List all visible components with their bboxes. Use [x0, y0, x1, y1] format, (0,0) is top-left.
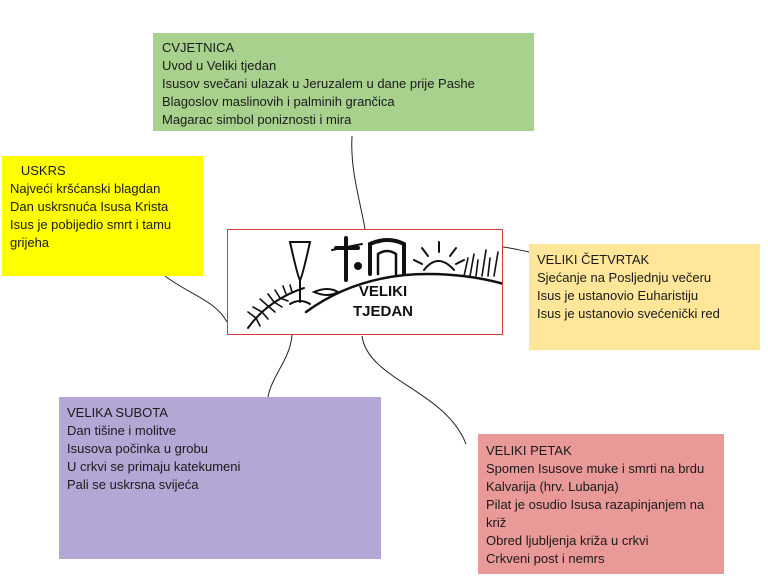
node-subota-heading: VELIKA SUBOTA: [67, 405, 168, 420]
center-title: VELIKI TJEDAN: [328, 282, 438, 322]
rising-sun-icon: [413, 241, 465, 271]
cross-icon: [334, 236, 360, 282]
palm-branch-icon: [247, 287, 305, 329]
center-title-line: VELIKI: [358, 283, 408, 300]
node-cvjetnica-line: Magarac simbol poniznosti i mira: [162, 112, 352, 127]
center-node-veliki-tjedan[interactable]: VELIKI TJEDAN: [227, 229, 503, 335]
tomb-icon: [368, 238, 406, 276]
center-title-line: TJEDAN: [352, 303, 413, 320]
node-cetvrtak-line: Isus je ustanovio Euharistiju: [537, 288, 699, 303]
bread-icon: [311, 288, 340, 296]
chalice-icon: [288, 241, 312, 305]
node-petak-heading: VELIKI PETAK: [486, 443, 572, 458]
node-cetvrtak-heading: VELIKI ČETVRTAK: [537, 252, 650, 267]
node-petak-line: Obred ljubljenja križa u crkvi: [486, 533, 649, 548]
node-veliki-petak[interactable]: VELIKI PETAK Spomen Isusove muke i smrti…: [478, 434, 724, 574]
node-cvjetnica[interactable]: CVJETNICA Uvod u Veliki tjedan Isusov sv…: [153, 33, 534, 131]
connector-subota: [267, 334, 293, 398]
node-cvjetnica-line: Blagoslov maslinovih i palminih grančica: [162, 94, 395, 109]
node-cetvrtak-line: Isus je ustanovio svećenički red: [537, 306, 720, 321]
node-subota-line: Pali se uskrsna svijeća: [67, 477, 199, 492]
node-subota-line: Dan tišine i molitve: [67, 423, 177, 438]
node-cetvrtak-line: Sjećanje na Posljednju večeru: [537, 270, 712, 285]
node-subota-line: U crkvi se primaju katekumeni: [67, 459, 241, 474]
node-subota-line: Isusova počinka u grobu: [67, 441, 208, 456]
node-cvjetnica-line: Uvod u Veliki tjedan: [162, 58, 277, 73]
node-velika-subota[interactable]: VELIKA SUBOTA Dan tišine i molitve Isuso…: [59, 397, 381, 559]
node-petak-line: Crkveni post i nemrs: [486, 551, 605, 566]
connector-cetvrtak: [502, 246, 530, 253]
node-cvjetnica-line: Isusov svečani ulazak u Jeruzalem u dane…: [162, 76, 475, 91]
node-petak-line: Pilat je osudio Isusa razapinjanjem na k…: [486, 497, 708, 530]
node-uskrs-line: Najveći kršćanski blagdan: [10, 181, 161, 196]
node-uskrs-line: Dan uskrsnuća Isusa Krista: [10, 199, 169, 214]
node-uskrs[interactable]: USKRS Najveći kršćanski blagdan Dan uskr…: [2, 156, 203, 276]
node-uskrs-line: Isus je pobijedio smrt i tamu grijeha: [10, 217, 175, 250]
holy-week-illustration: [247, 236, 502, 329]
connector-petak: [361, 335, 467, 445]
connector-cvjetnica: [351, 135, 366, 230]
node-cvjetnica-heading: CVJETNICA: [162, 40, 235, 55]
node-veliki-cetvrtak[interactable]: VELIKI ČETVRTAK Sjećanje na Posljednju v…: [529, 244, 760, 350]
node-uskrs-heading: USKRS: [10, 163, 66, 178]
connector-uskrs: [164, 275, 228, 323]
node-petak-line: Spomen Isusove muke i smrti na brdu Kalv…: [486, 461, 708, 494]
grass-icon: [463, 249, 499, 277]
